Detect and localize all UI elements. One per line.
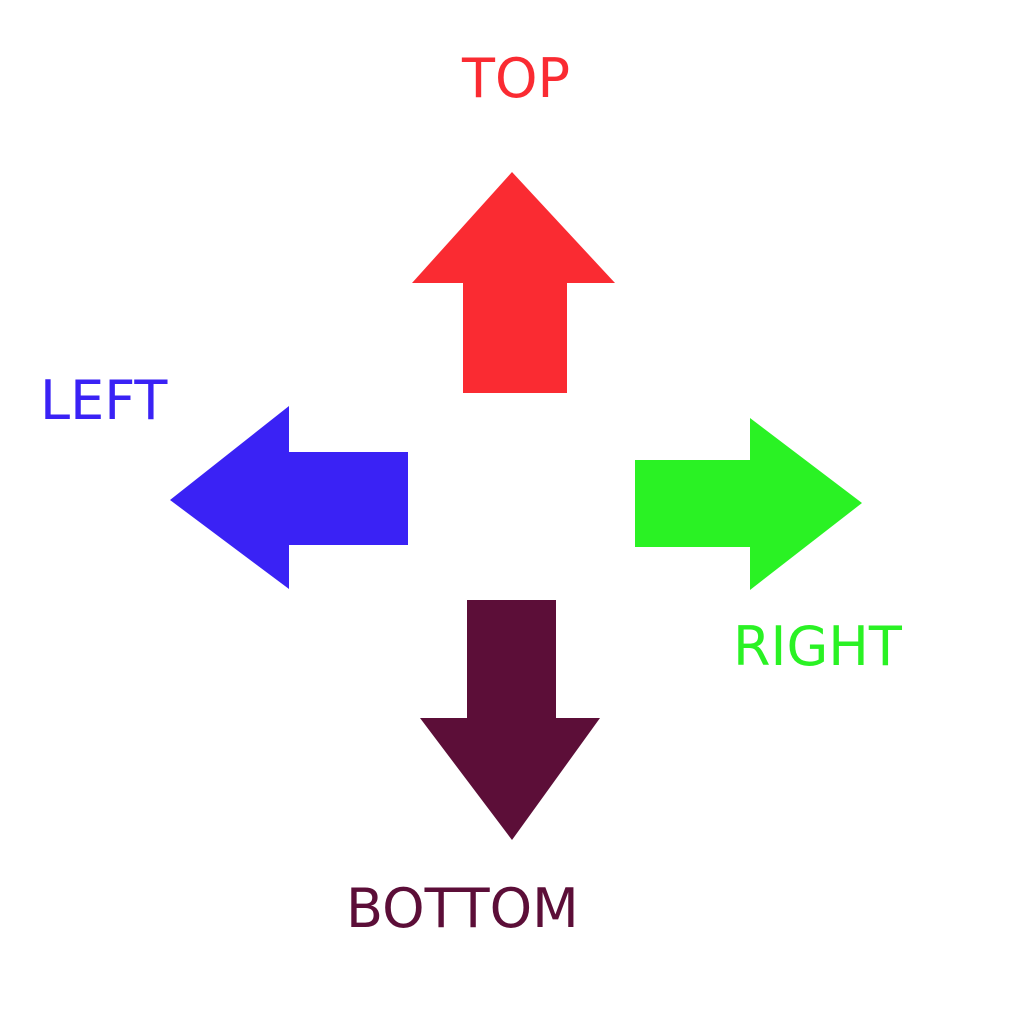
label-left: LEFT: [40, 369, 168, 432]
label-right: RIGHT: [733, 615, 902, 678]
down-arrow-icon[interactable]: [420, 600, 600, 840]
label-bottom: BOTTOM: [346, 877, 579, 940]
label-top: TOP: [462, 47, 571, 110]
left-arrow-icon[interactable]: [170, 406, 408, 589]
up-arrow-icon[interactable]: [412, 172, 615, 393]
right-arrow-icon[interactable]: [635, 418, 862, 590]
